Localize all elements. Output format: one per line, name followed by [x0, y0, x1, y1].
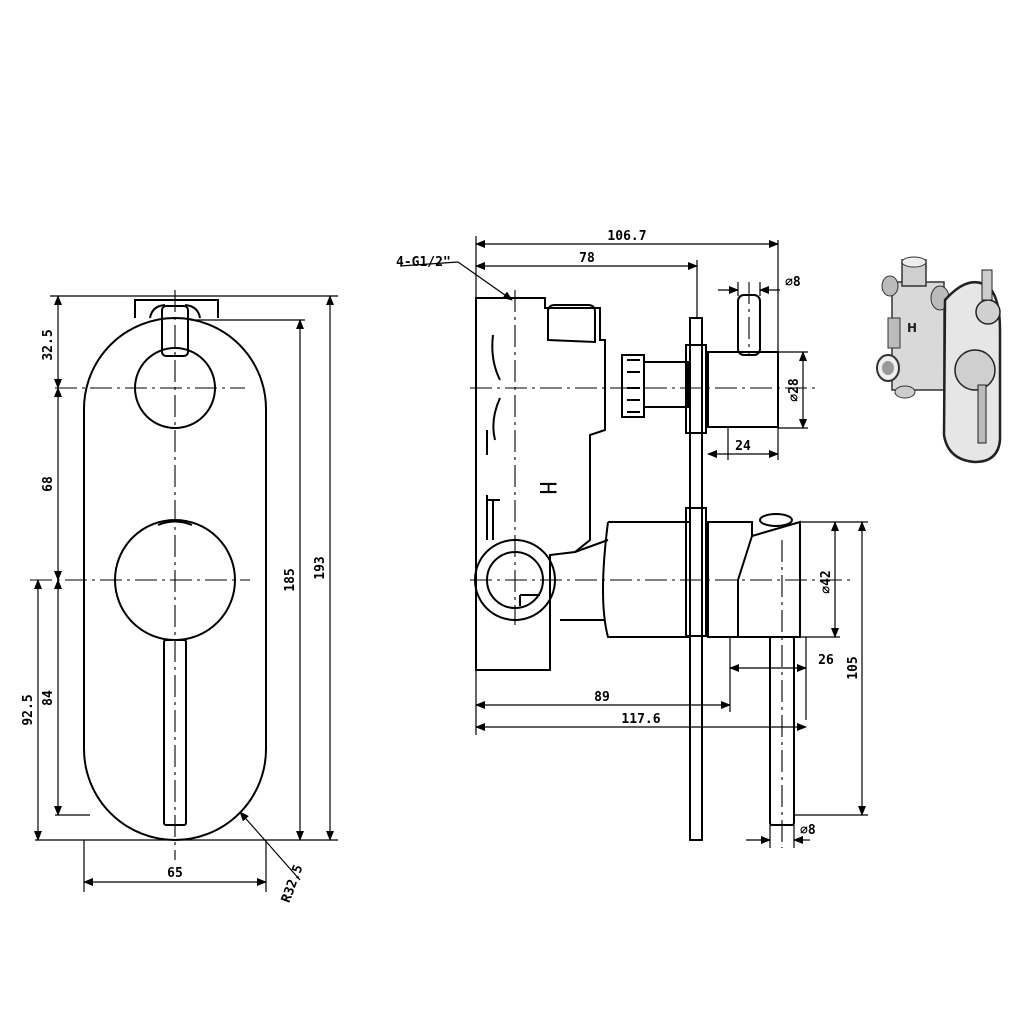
side-view: H [396, 229, 868, 848]
dim-dia28: ⌀28 [787, 378, 802, 402]
dim-68: 68 [41, 476, 56, 492]
dim-dia8-bottom: ⌀8 [800, 823, 816, 838]
dim-thread: 4-G1/2" [396, 255, 451, 270]
dim-117-6: 117.6 [621, 712, 660, 727]
upper-nut [621, 354, 645, 418]
dim-65: 65 [167, 866, 183, 881]
valve-body [475, 297, 606, 671]
upper-knob-side [707, 351, 779, 428]
product-thumbnail: H [876, 256, 1002, 464]
valve-body-top [134, 299, 219, 318]
dim-dia42: ⌀42 [819, 570, 834, 593]
dim-r32-5: R32.5 [279, 863, 306, 905]
upper-stem [643, 361, 689, 408]
plate-side [689, 317, 703, 841]
dim-84: 84 [41, 690, 56, 706]
dim-26: 26 [818, 653, 834, 668]
dim-32-5: 32.5 [41, 329, 56, 360]
dim-92-5: 92.5 [21, 694, 36, 725]
front-view: 32.5 68 84 92.5 185 193 65 R32.5 [21, 290, 338, 905]
dim-89: 89 [594, 690, 610, 705]
dim-185: 185 [283, 568, 298, 591]
thumbnail-body-mark: H [907, 321, 917, 335]
dim-78: 78 [579, 251, 595, 266]
top-outlet [547, 304, 596, 344]
dim-106-7: 106.7 [607, 229, 646, 244]
dim-dia8-top: ⌀8 [785, 275, 801, 290]
dim-105: 105 [846, 656, 861, 679]
dim-193: 193 [313, 556, 328, 579]
dim-24: 24 [735, 439, 751, 454]
side-body-mark: H [534, 481, 559, 494]
lower-cartridge [602, 521, 691, 638]
